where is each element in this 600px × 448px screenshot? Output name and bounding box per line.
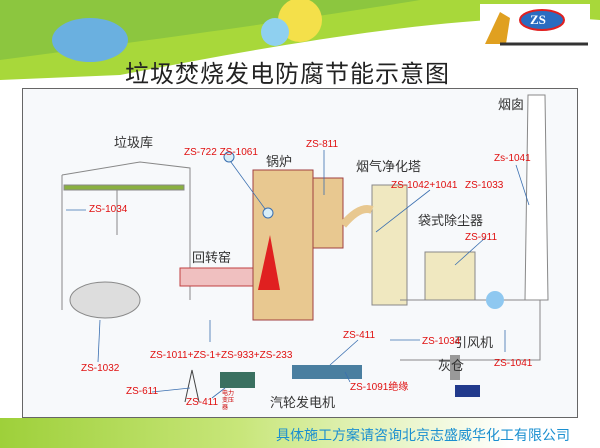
kiln-shape <box>179 267 266 287</box>
warehouse-label: 垃圾库 <box>114 136 154 151</box>
page-title: 垃圾焚烧发电防腐节能示意图 <box>125 60 450 88</box>
label-zs-1091-insulation: ZS-1091绝缘 <box>350 382 409 393</box>
label-zs-1034-warehouse: ZS-1034 <box>89 204 128 215</box>
label-zs-722-1061: ZS-722 ZS-1061 <box>184 147 258 158</box>
ash-label: 灰仓 <box>438 359 465 374</box>
label-zs-1034-duct: ZS-1034 <box>422 336 461 347</box>
label-zs-611: ZS-611 <box>126 386 159 397</box>
label-zs-1042-1041: ZS-1042+1041 <box>391 180 458 191</box>
globe-icon <box>52 18 128 62</box>
label-zs-411-generator: ZS-411 <box>343 330 376 341</box>
transformer-label: 电力变压器 <box>222 390 235 411</box>
bag-filter-label: 袋式除尘器 <box>418 214 484 229</box>
label-zs-411-transformer: ZS-411 <box>186 397 219 408</box>
label-zs-1041-ash: ZS-1041 <box>494 358 533 369</box>
purifier-shape <box>371 184 408 306</box>
bag-filter-shape <box>424 251 476 301</box>
label-zs-1033: ZS-1033 <box>465 180 504 191</box>
kiln-label: 回转窑 <box>192 251 232 266</box>
purifier-label: 烟气净化塔 <box>356 160 422 175</box>
truck-shape <box>455 385 480 397</box>
fan-shape <box>486 291 504 309</box>
banner-graphic <box>0 0 600 80</box>
label-zs-1011-combo: ZS-1011+ZS-1+ZS-933+ZS-233 <box>150 350 293 361</box>
warehouse-building <box>61 161 191 319</box>
fan-label: 引风机 <box>454 336 494 351</box>
generator-shape <box>292 365 362 379</box>
boiler-shape <box>252 169 314 321</box>
label-zs-1032: ZS-1032 <box>81 363 120 374</box>
diagram-frame <box>22 88 578 418</box>
label-zs-1041-chimney: Zs-1041 <box>494 153 531 164</box>
leader-lines <box>66 150 530 399</box>
boiler-label: 锅炉 <box>266 155 293 170</box>
balloon-icon <box>278 0 322 42</box>
footer-band <box>0 418 600 448</box>
header-banner <box>0 0 600 80</box>
transformer-shape <box>220 372 255 388</box>
footer-contact: 具体施工方案请咨询北京志盛威华化工有限公司 <box>276 428 570 444</box>
label-zs-911: ZS-911 <box>465 232 498 243</box>
chimney-shape <box>524 94 549 301</box>
zs-logo: ZS <box>480 4 590 50</box>
label-zs-811: ZS-811 <box>306 139 339 150</box>
pylon-shape <box>184 369 200 403</box>
chimney-label: 烟囱 <box>498 98 525 113</box>
generator-label: 汽轮发电机 <box>270 396 336 411</box>
